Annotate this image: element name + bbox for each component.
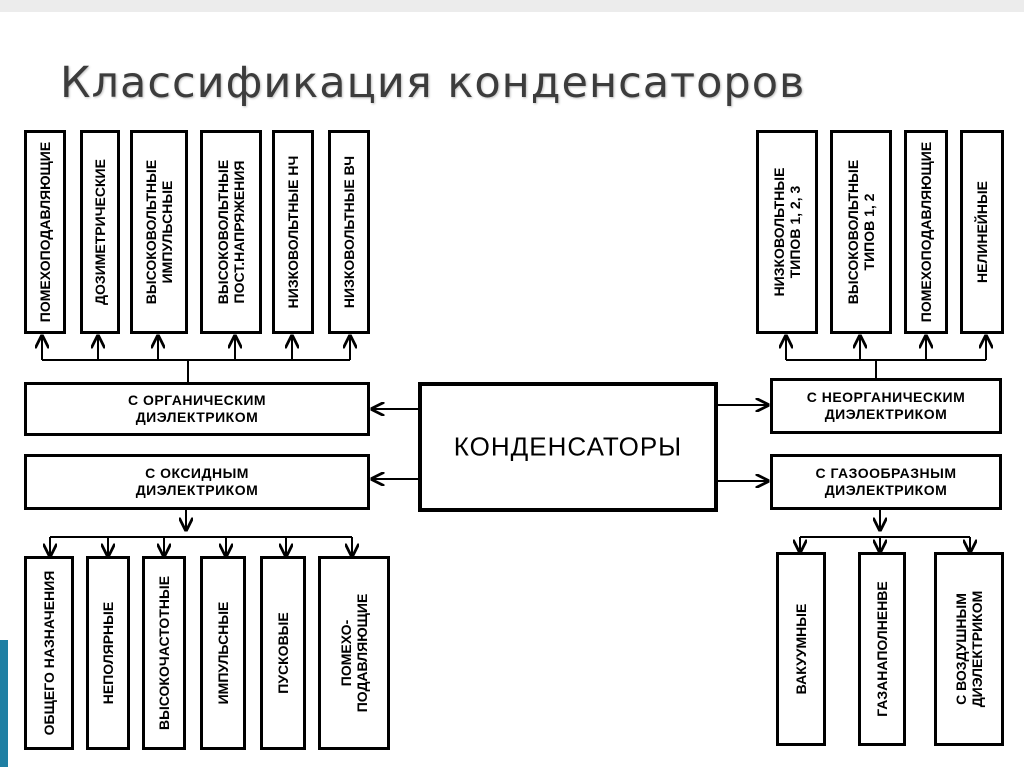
gaseous-type-label: ГАЗАНАПОЛНЕНВЕ	[874, 581, 890, 717]
slide-top-bar	[0, 0, 1024, 12]
oxide-type-box: ПУСКОВЫЕ	[260, 556, 306, 750]
oxide-type-label: ОБЩЕГО НАЗНАЧЕНИЯ	[41, 570, 57, 736]
category-oxide: С ОКСИДНЫМ ДИЭЛЕКТРИКОМ	[24, 454, 370, 510]
inorganic-type-label: НИЗКОВОЛЬТНЫЕ ТИПОВ 1, 2, 3	[771, 167, 803, 297]
oxide-type-box: ОБЩЕГО НАЗНАЧЕНИЯ	[24, 556, 74, 750]
category-inorganic: С НЕОРГАНИЧЕСКИМ ДИЭЛЕКТРИКОМ	[770, 378, 1002, 434]
inorganic-type-box: ВЫСОКОВОЛЬТНЫЕ ТИПОВ 1, 2	[830, 130, 892, 334]
category-gaseous-label: С ГАЗООБРАЗНЫМ ДИЭЛЕКТРИКОМ	[815, 465, 957, 498]
oxide-type-label: НЕПОЛЯРНЫЕ	[100, 601, 116, 705]
organic-type-label: НИЗКОВОЛЬТНЫЕ ВЧ	[341, 155, 357, 309]
oxide-type-label: ПУСКОВЫЕ	[275, 612, 291, 694]
category-organic-label: С ОРГАНИЧЕСКИМ ДИЭЛЕКТРИКОМ	[127, 392, 267, 425]
inorganic-type-label: ВЫСОКОВОЛЬТНЫЕ ТИПОВ 1, 2	[845, 159, 877, 305]
category-oxide-label: С ОКСИДНЫМ ДИЭЛЕКТРИКОМ	[135, 465, 259, 498]
gaseous-type-box: С ВОЗДУШНЫМ ДИЭЛЕКТРИКОМ	[934, 552, 1004, 746]
organic-type-label: ВЫСОКОВОЛЬТНЫЕ ПОСТ.НАПРЯЖЕНИЯ	[215, 159, 247, 305]
category-organic: С ОРГАНИЧЕСКИМ ДИЭЛЕКТРИКОМ	[24, 382, 370, 436]
inorganic-type-box: НЕЛИНЕЙНЫЕ	[960, 130, 1004, 334]
organic-type-box: ПОМЕХОПОДАВЛЯЮЩИЕ	[24, 130, 66, 334]
slide-accent-bar	[0, 640, 8, 767]
category-inorganic-label: С НЕОРГАНИЧЕСКИМ ДИЭЛЕКТРИКОМ	[806, 389, 966, 422]
organic-type-box: ДОЗИМЕТРИЧЕСКИЕ	[80, 130, 120, 334]
organic-type-label: ПОМЕХОПОДАВЛЯЮЩИЕ	[37, 141, 53, 323]
organic-type-label: ВЫСОКОВОЛЬТНЫЕ ИМПУЛЬСНЫЕ	[143, 159, 175, 305]
inorganic-type-label: ПОМЕХОПОДАВЛЯЮЩИЕ	[918, 141, 934, 323]
organic-type-box: ВЫСОКОВОЛЬТНЫЕ ПОСТ.НАПРЯЖЕНИЯ	[200, 130, 262, 334]
organic-type-label: НИЗКОВОЛЬТНЫЕ НЧ	[285, 155, 301, 309]
gaseous-type-label: С ВОЗДУШНЫМ ДИЭЛЕКТРИКОМ	[953, 590, 985, 708]
inorganic-type-label: НЕЛИНЕЙНЫЕ	[974, 181, 990, 283]
oxide-type-box: НЕПОЛЯРНЫЕ	[86, 556, 130, 750]
oxide-type-label: ВЫСОКОЧАСТОТНЫЕ	[156, 575, 172, 731]
oxide-type-box: ИМПУЛЬСНЫЕ	[200, 556, 246, 750]
oxide-type-box: ВЫСОКОЧАСТОТНЫЕ	[142, 556, 186, 750]
oxide-type-label: ПОМЕХО- ПОДАВЛЯЮЩИЕ	[338, 593, 370, 713]
center-label: КОНДЕНСАТОРЫ	[453, 431, 683, 462]
page-title: Классификация конденсаторов	[60, 58, 806, 108]
inorganic-type-box: ПОМЕХОПОДАВЛЯЮЩИЕ	[904, 130, 948, 334]
organic-type-box: НИЗКОВОЛЬТНЫЕ ВЧ	[328, 130, 370, 334]
inorganic-type-box: НИЗКОВОЛЬТНЫЕ ТИПОВ 1, 2, 3	[756, 130, 818, 334]
center-node: КОНДЕНСАТОРЫ	[418, 382, 718, 512]
gaseous-type-box: ГАЗАНАПОЛНЕНВЕ	[858, 552, 906, 746]
organic-type-box: ВЫСОКОВОЛЬТНЫЕ ИМПУЛЬСНЫЕ	[130, 130, 188, 334]
gaseous-type-box: ВАКУУМНЫЕ	[776, 552, 826, 746]
organic-type-box: НИЗКОВОЛЬТНЫЕ НЧ	[272, 130, 314, 334]
gaseous-type-label: ВАКУУМНЫЕ	[793, 603, 809, 695]
category-gaseous: С ГАЗООБРАЗНЫМ ДИЭЛЕКТРИКОМ	[770, 454, 1002, 510]
oxide-type-label: ИМПУЛЬСНЫЕ	[215, 601, 231, 705]
organic-type-label: ДОЗИМЕТРИЧЕСКИЕ	[92, 159, 108, 305]
oxide-type-box: ПОМЕХО- ПОДАВЛЯЮЩИЕ	[318, 556, 390, 750]
